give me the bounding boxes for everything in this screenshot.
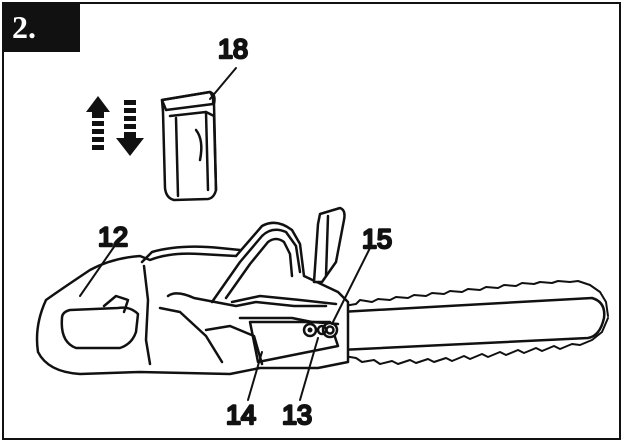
- callout-15: 15: [362, 224, 392, 254]
- step-number-badge: 2.: [2, 2, 80, 52]
- callout-14: 14: [226, 400, 256, 430]
- callout-18: 18: [218, 34, 248, 64]
- callout-13: 13: [282, 400, 312, 430]
- battery-icon: [160, 67, 237, 202]
- chainsaw-icon: [35, 206, 609, 376]
- figure-frame: [2, 2, 621, 440]
- insert-remove-arrows-icon: [86, 96, 144, 156]
- callout-12: 12: [98, 222, 128, 252]
- leader-lines: [79, 243, 371, 401]
